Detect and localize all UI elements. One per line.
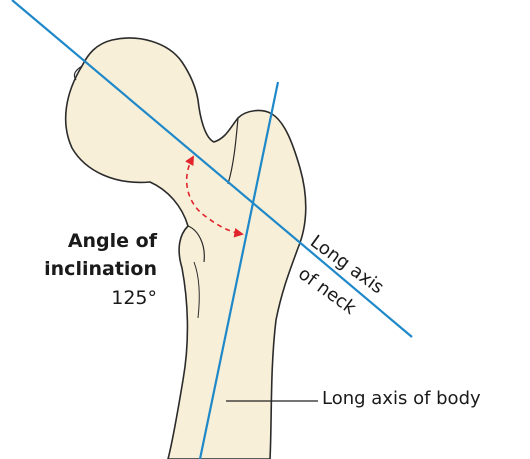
angle-label-line-1: Angle of (68, 229, 157, 254)
angle-label-line-2: inclination (44, 257, 157, 282)
body-axis-label: Long axis of body (322, 388, 481, 409)
angle-value: 125° (111, 287, 157, 309)
